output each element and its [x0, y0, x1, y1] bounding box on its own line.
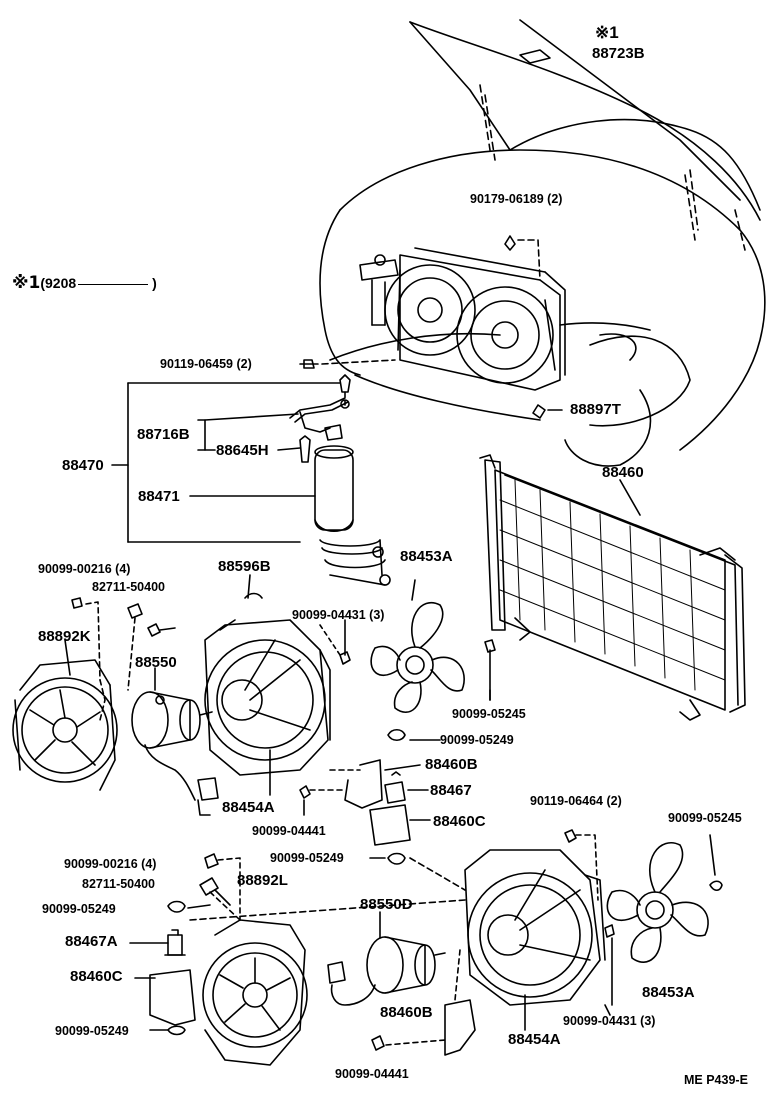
label-hood-pad: 88723B — [592, 45, 645, 62]
upper-fan-shroud-k — [12, 659, 118, 791]
condenser-core — [479, 454, 746, 721]
label-cooler-dryer-assy: 88470 — [62, 457, 104, 474]
label-bolt-right: 88897T — [570, 401, 621, 418]
upper-fan-blade — [370, 579, 465, 714]
car-body-outline — [319, 19, 766, 467]
label-hood-symbol: ※1 — [595, 23, 619, 42]
note-model-range: ※1(9208) — [12, 274, 157, 292]
note-range-close: ) — [152, 275, 157, 291]
label-cushion-lower: 88467A — [65, 933, 118, 950]
label-screw-3-lower: 90099-04431 (3) — [563, 1014, 656, 1028]
label-bracket-b-lower: 88460B — [380, 1004, 433, 1021]
label-nut-upper: 90099-05249 — [440, 733, 514, 747]
label-bolt-left: 90119-06459 (2) — [160, 357, 252, 371]
label-bolt-upper: 90099-04441 — [252, 824, 326, 838]
label-bolt-right-lower: 90119-06464 (2) — [530, 794, 622, 808]
label-screw-4-lower: 90099-00216 (4) — [64, 857, 157, 871]
label-pressure-switch: 88645H — [216, 442, 269, 459]
lower-fan-blade — [606, 834, 723, 963]
installed-unit-bolt-leaders — [299, 235, 563, 419]
label-shroud-assy-upper: 88454A — [222, 799, 275, 816]
label-bracket-c-upper: 88460C — [433, 813, 486, 830]
label-condenser: 88460 — [602, 464, 644, 481]
label-nut-bottom-lower: 90099-05249 — [55, 1024, 129, 1038]
lower-fan-motor — [327, 936, 446, 1006]
lower-cross-dash — [409, 857, 466, 891]
upper-fan-motor — [131, 691, 219, 816]
label-screw-4-upper: 90099-00216 (4) — [38, 562, 131, 576]
label-nut-b-lower: 82711-50400 — [82, 877, 155, 891]
label-washer-right-lower: 90099-05245 — [668, 811, 742, 825]
label-motor-lower: 88550D — [360, 896, 413, 913]
lower-fan-hardware — [149, 853, 241, 1036]
note-symbol: ※1 — [12, 273, 41, 293]
upper-fan-hardware — [71, 597, 176, 691]
receiver-dryer-assembly — [289, 374, 391, 586]
label-fan-shroud-k: 88892K — [38, 628, 91, 645]
assembly-grouping-lines — [111, 382, 341, 543]
label-motor-upper: 88550 — [135, 654, 177, 671]
label-fan-lower: 88453A — [642, 984, 695, 1001]
note-range-open: (9208 — [40, 275, 77, 291]
label-washer-upper: 90099-05245 — [452, 707, 526, 721]
label-leader-lines — [64, 574, 611, 1031]
label-screw-3-upper: 90099-04431 (3) — [292, 608, 385, 622]
label-bolt-top: 90179-06189 (2) — [470, 192, 563, 206]
label-bracket-b-upper: 88460B — [425, 756, 478, 773]
label-bracket-c-lower: 88460C — [70, 968, 123, 985]
label-fan-shroud-l: 88892L — [237, 872, 288, 889]
label-nut-mid: 90099-05249 — [270, 851, 344, 865]
upper-fan-small-hardware — [299, 624, 496, 865]
lower-cross-dash-2 — [189, 899, 466, 921]
lower-fan-shroud-l — [202, 919, 308, 1066]
label-shroud-upper: 88596B — [218, 558, 271, 575]
label-bolt-lower: 90099-04441 — [335, 1067, 409, 1081]
lower-shroud-assembly — [464, 849, 606, 1006]
label-fan-upper: 88453A — [400, 548, 453, 565]
upper-shroud-assembly — [204, 592, 331, 776]
label-nut-left-lower: 90099-05249 — [42, 902, 116, 916]
condenser-leader — [619, 479, 641, 516]
lower-right-hardware — [371, 829, 615, 1056]
label-nut-a: 82711-50400 — [92, 580, 165, 594]
label-receiver: 88471 — [138, 488, 180, 505]
installed-condenser-fan-unit — [359, 247, 566, 391]
label-pipe: 88716B — [137, 426, 190, 443]
footer-page-code: ME P439-E — [684, 1073, 748, 1087]
label-shroud-assy-lower: 88454A — [508, 1031, 561, 1048]
label-cushion-upper: 88467 — [430, 782, 472, 799]
